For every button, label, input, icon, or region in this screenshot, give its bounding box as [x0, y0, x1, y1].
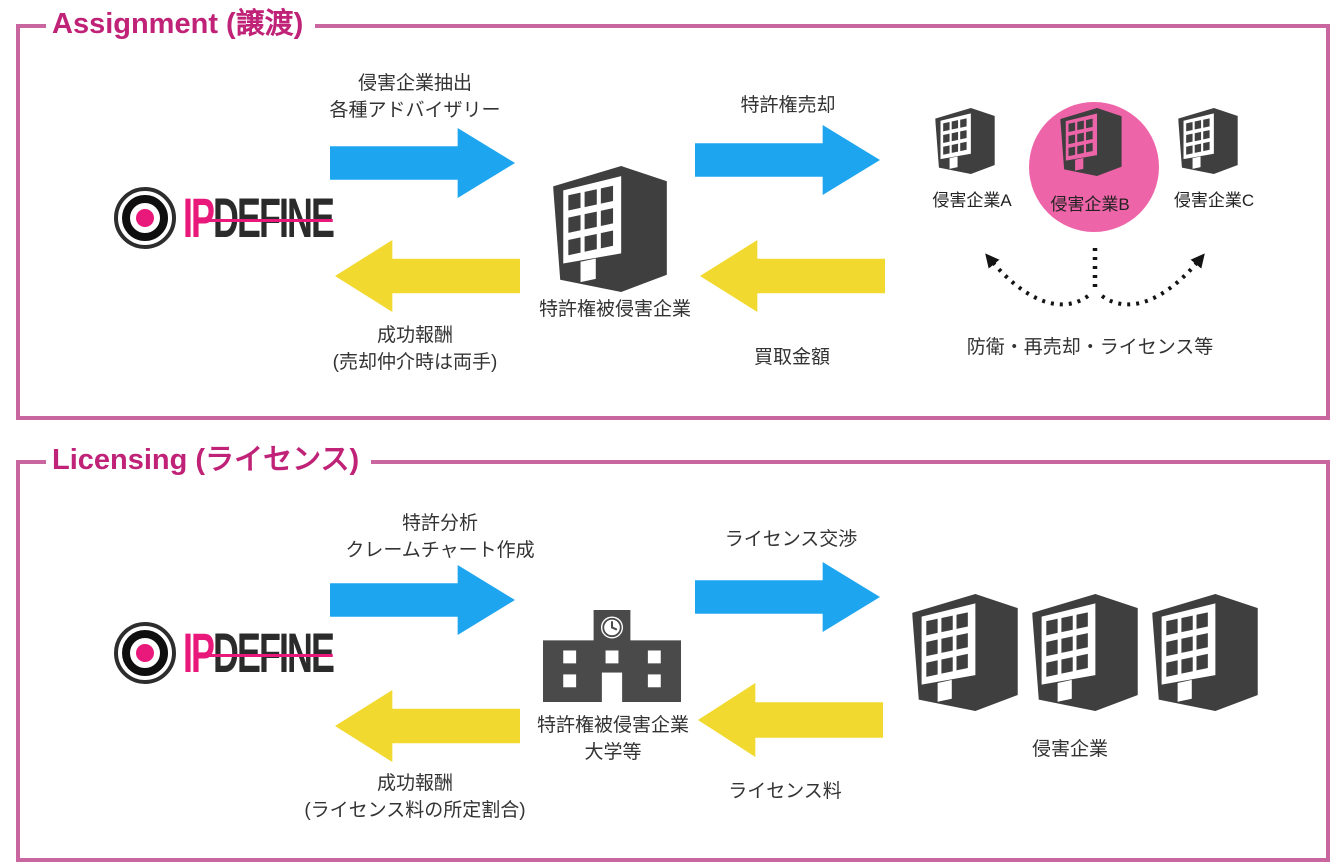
logo-wordmark: IPDEFINE	[183, 625, 335, 681]
blue-arrow-right-icon	[695, 562, 880, 632]
patent-sale-flow-label: 特許権売却	[740, 95, 836, 116]
university-entity-label: 特許権被侵害企業 大学等	[536, 715, 689, 763]
infringer-building-icon	[1032, 594, 1138, 711]
patent-analysis-flow-label: 特許分析 クレームチャート作成	[345, 513, 535, 561]
infringer-building-icon	[912, 594, 1018, 711]
logo-define-text: DEFINE	[213, 186, 335, 249]
infringer-c-building-icon	[1178, 108, 1238, 174]
panel-licensing-title: Licensing (ライセンス)	[46, 441, 372, 479]
infringer-a-building-icon	[935, 108, 995, 174]
ipdefine-logo: IPDEFINE	[112, 185, 417, 251]
defense-resale-license-label: 防衛・再売却・ライセンス等	[966, 337, 1214, 358]
center-entity-label: 特許権被侵害企業	[538, 299, 691, 320]
infringers-label: 侵害企業	[1031, 739, 1108, 760]
logo-ip-text: IP	[183, 186, 215, 249]
logo-accent-line	[208, 219, 333, 223]
logo-accent-line	[208, 654, 333, 658]
success-fee-label: 成功報酬 (ライセンス料の所定割合)	[304, 773, 526, 821]
center-building-icon	[553, 166, 667, 292]
license-fee-label: ライセンス料	[728, 781, 842, 802]
advisory-flow-label: 侵害企業抽出 各種アドバイザリー	[329, 73, 501, 121]
infringer-building-icon	[1152, 594, 1258, 711]
logo-wordmark: IPDEFINE	[183, 190, 335, 246]
logo-define-text: DEFINE	[213, 621, 335, 684]
dotted-arrows-icon	[985, 248, 1205, 307]
logo-ip-text: IP	[183, 621, 215, 684]
bullseye-icon	[114, 187, 176, 249]
infringer-c-label: 侵害企業C	[1173, 191, 1255, 210]
panel-assignment: Assignment (譲渡) IPDEFINE 侵害企業抽出 各種アドバイザリ…	[16, 5, 1330, 420]
infringer-b-building-icon	[1060, 108, 1122, 176]
ipdefine-logo: IPDEFINE	[112, 620, 417, 686]
blue-arrow-right-icon	[695, 125, 880, 195]
infringer-a-label: 侵害企業A	[932, 191, 1012, 210]
panel-assignment-title: Assignment (譲渡)	[46, 5, 316, 43]
license-negotiation-flow-label: ライセンス交渉	[724, 529, 858, 550]
panel-licensing: Licensing (ライセンス) IPDEFINE 特許分析 クレームチャート…	[16, 441, 1330, 862]
infringer-buildings-group	[912, 594, 1258, 711]
infringer-b-label: 侵害企業B	[1050, 195, 1130, 214]
yellow-arrow-left-icon	[700, 240, 885, 312]
bullseye-icon	[114, 622, 176, 684]
purchase-amount-label: 買取金額	[753, 347, 830, 368]
university-building-icon	[543, 610, 681, 702]
success-fee-label: 成功報酬 (売却仲介時は両手)	[332, 325, 498, 373]
